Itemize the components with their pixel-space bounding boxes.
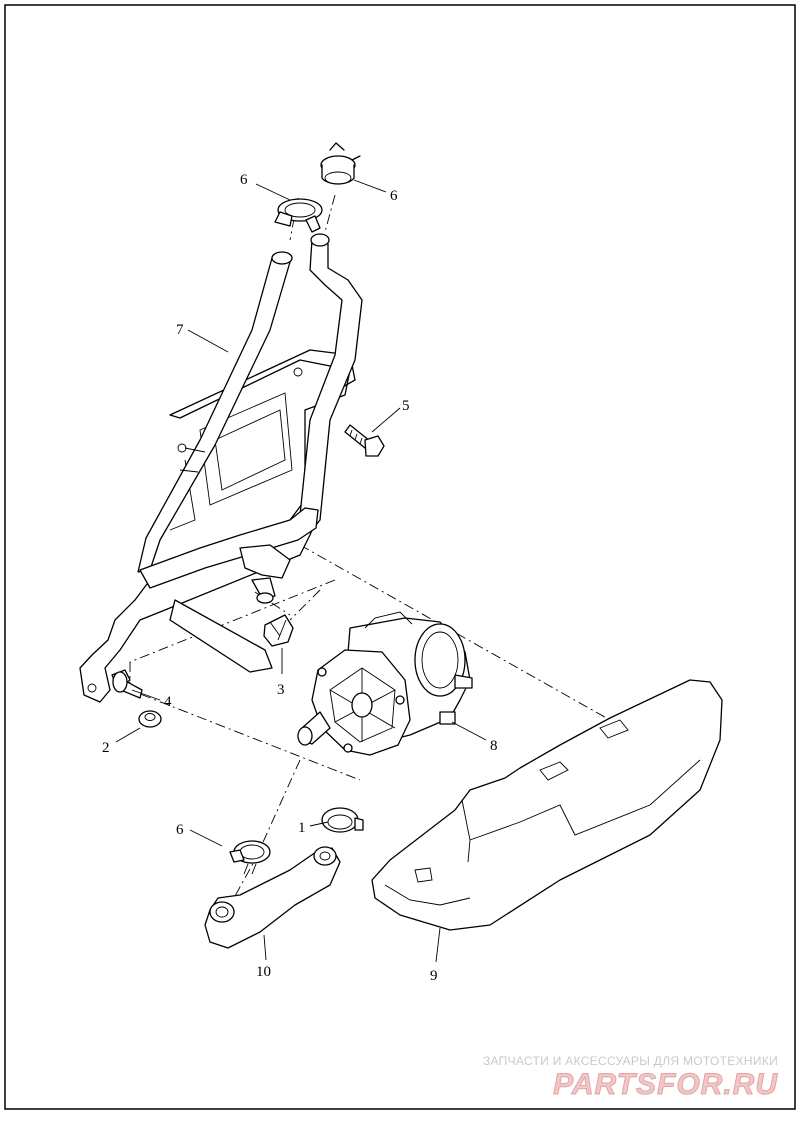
part-5-bolt [344, 424, 385, 457]
watermark: ЗАПЧАСТИ И АКСЕССУАРЫ ДЛЯ МОТОТЕХНИКИ PA… [483, 1054, 778, 1102]
hose-left [137, 257, 291, 573]
callout-6-upper-right: 6 [390, 188, 398, 204]
callout-6-lower: 6 [176, 822, 184, 838]
part-6-clamp-upper-left [274, 198, 323, 233]
part-7-hose-bracket-assembly [79, 233, 363, 703]
callout-6-upper-left: 6 [240, 172, 248, 188]
part-8-pump [297, 611, 473, 756]
diagram-border [4, 4, 796, 1110]
part-9-cover [371, 679, 723, 931]
callout-1: 1 [298, 820, 306, 836]
callout-10: 10 [256, 964, 271, 980]
watermark-logo: PARTSFOR.RU [553, 1068, 778, 1101]
part-2-nut [138, 710, 162, 728]
callout-9: 9 [430, 968, 438, 984]
part-1-clamp [321, 807, 364, 833]
cover-shell [371, 679, 723, 931]
leader-lines [115, 179, 487, 963]
part-4-bolt [111, 669, 143, 699]
callout-5: 5 [402, 398, 410, 414]
hose-right [299, 239, 363, 531]
part-6-clamp-lower [229, 840, 271, 875]
callout-8: 8 [490, 738, 498, 754]
callout-2: 2 [102, 740, 110, 756]
callout-4: 4 [164, 694, 172, 710]
callout-3: 3 [277, 682, 285, 698]
callout-7: 7 [176, 322, 184, 338]
part-6-clamp-upper-right [320, 142, 361, 185]
part-10-hose [204, 846, 341, 949]
watermark-caption: ЗАПЧАСТИ И АКСЕССУАРЫ ДЛЯ МОТОТЕХНИКИ [483, 1054, 778, 1068]
part-3-clip [263, 614, 294, 647]
callout-labels: 6 6 7 5 3 4 2 8 6 1 10 9 [102, 172, 498, 984]
